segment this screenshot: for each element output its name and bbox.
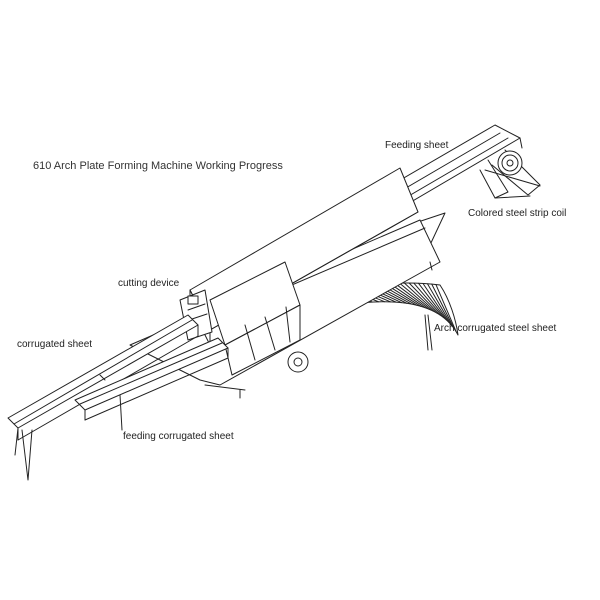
arch-rib — [422, 283, 450, 323]
arch-rib — [435, 284, 457, 333]
arch-rib — [394, 282, 430, 310]
arch-rib — [413, 282, 444, 318]
arch-rib — [403, 282, 438, 314]
arch-rib — [418, 282, 447, 321]
coil-stand — [479, 149, 541, 199]
label-cutting-device: cutting device — [118, 278, 180, 289]
arch-support-leg — [424, 314, 433, 351]
label-feeding-sheet: Feeding sheet — [385, 140, 449, 151]
arch-rib — [431, 283, 455, 329]
control-cabinet — [209, 261, 301, 376]
wheel — [287, 351, 309, 373]
arch-rib — [408, 282, 441, 316]
label-feeding-corrugated-sheet: feeding corrugated sheet — [123, 431, 234, 442]
label-colored-steel-strip-coil: Colored steel strip coil — [468, 208, 567, 219]
feeding-corrugated-sheet-table — [74, 337, 229, 431]
label-arch-corrugated-steel-sheet: Arch corrugated steel sheet — [434, 323, 557, 334]
arch-rib — [399, 282, 434, 312]
strip-coil — [497, 150, 523, 176]
arch-rib — [426, 283, 453, 326]
diagram-title: 610 Arch Plate Forming Machine Working P… — [33, 160, 283, 172]
arch-rib — [389, 283, 426, 309]
label-corrugated-sheet: corrugated sheet — [17, 339, 93, 350]
